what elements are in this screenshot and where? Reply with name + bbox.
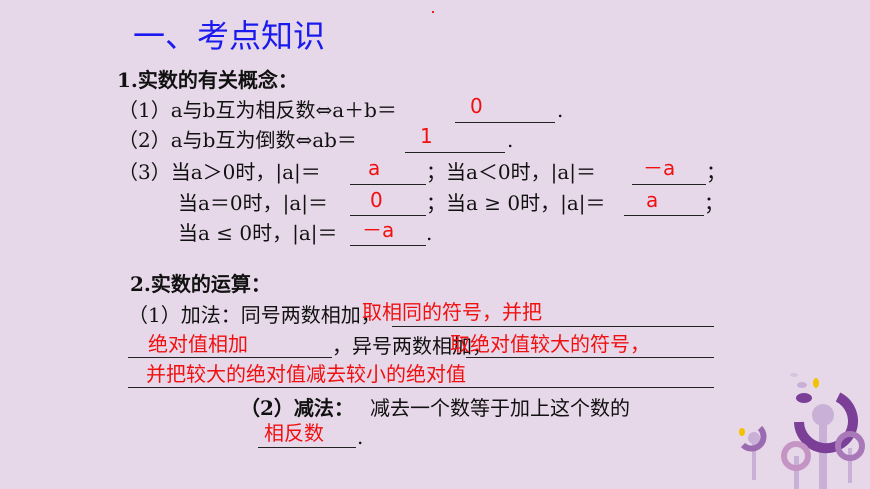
addition-text-2: ，异号两数相加， (332, 334, 492, 358)
item3-b-answer: －a (643, 156, 676, 180)
addition-blank-1 (392, 326, 714, 327)
item3-c-answer: 0 (370, 188, 383, 212)
item2-blank (405, 152, 505, 153)
item2-text: （2）a与b互为倒数⇔ab＝ (118, 128, 357, 152)
item1-blank (455, 122, 555, 123)
item3-d-blank (624, 215, 704, 216)
addition-answer-4: 并把较大的绝对值减去较小的绝对值 (146, 362, 466, 386)
item3-b: ；当a＜0时，|a|＝ (426, 160, 597, 184)
addition-answer-2: 绝对值相加 (148, 332, 248, 356)
addition-text-1: （1）加法：同号两数相加， (128, 303, 381, 327)
item3-e: 当a ≤ 0时，|a|＝ (178, 221, 338, 245)
addition-answer-3: 取绝对值较大的符号， (450, 332, 650, 356)
item3-e-blank (350, 245, 426, 246)
subtraction-blank (258, 447, 356, 448)
item3-b-blank (632, 184, 706, 185)
page-title: 一、考点知识 (133, 17, 326, 55)
subtraction-label: （2）减法： (240, 396, 354, 420)
item3-a-answer: a (368, 156, 381, 180)
item3-a-blank (350, 184, 426, 185)
item3-d: ；当a ≥ 0时，|a|＝ (426, 191, 606, 215)
flower-decoration-icon (739, 373, 865, 489)
addition-blank-3 (466, 357, 714, 358)
subtraction-end: . (357, 425, 364, 449)
addition-blank-2 (128, 357, 332, 358)
subtraction-text: 减去一个数等于加上这个数的 (370, 396, 630, 420)
item2-answer: 1 (420, 124, 433, 148)
item3-b-end: ； (706, 160, 726, 184)
addition-blank-4 (128, 387, 714, 388)
addition-answer-1: 取相同的符号，并把 (362, 300, 542, 324)
item3-d-end: ； (704, 191, 724, 215)
item3-c-blank (350, 215, 426, 216)
item3-e-end: . (426, 221, 433, 245)
subtraction-answer: 相反数 (264, 421, 324, 445)
item3-e-answer: －a (362, 218, 395, 242)
item1-end: . (557, 98, 564, 122)
item2-end: . (507, 128, 514, 152)
item3-c: 当a＝0时，|a|＝ (178, 191, 329, 215)
item3-a: （3）当a＞0时，|a|＝ (118, 160, 321, 184)
red-dot (432, 11, 434, 13)
item3-d-answer: a (646, 188, 659, 212)
item1-text: （1）a与b互为相反数⇔a＋b＝ (118, 98, 397, 122)
section2-heading: 2.实数的运算： (130, 272, 271, 296)
item1-answer: 0 (470, 94, 483, 118)
section1-heading: 1.实数的有关概念： (117, 68, 298, 92)
